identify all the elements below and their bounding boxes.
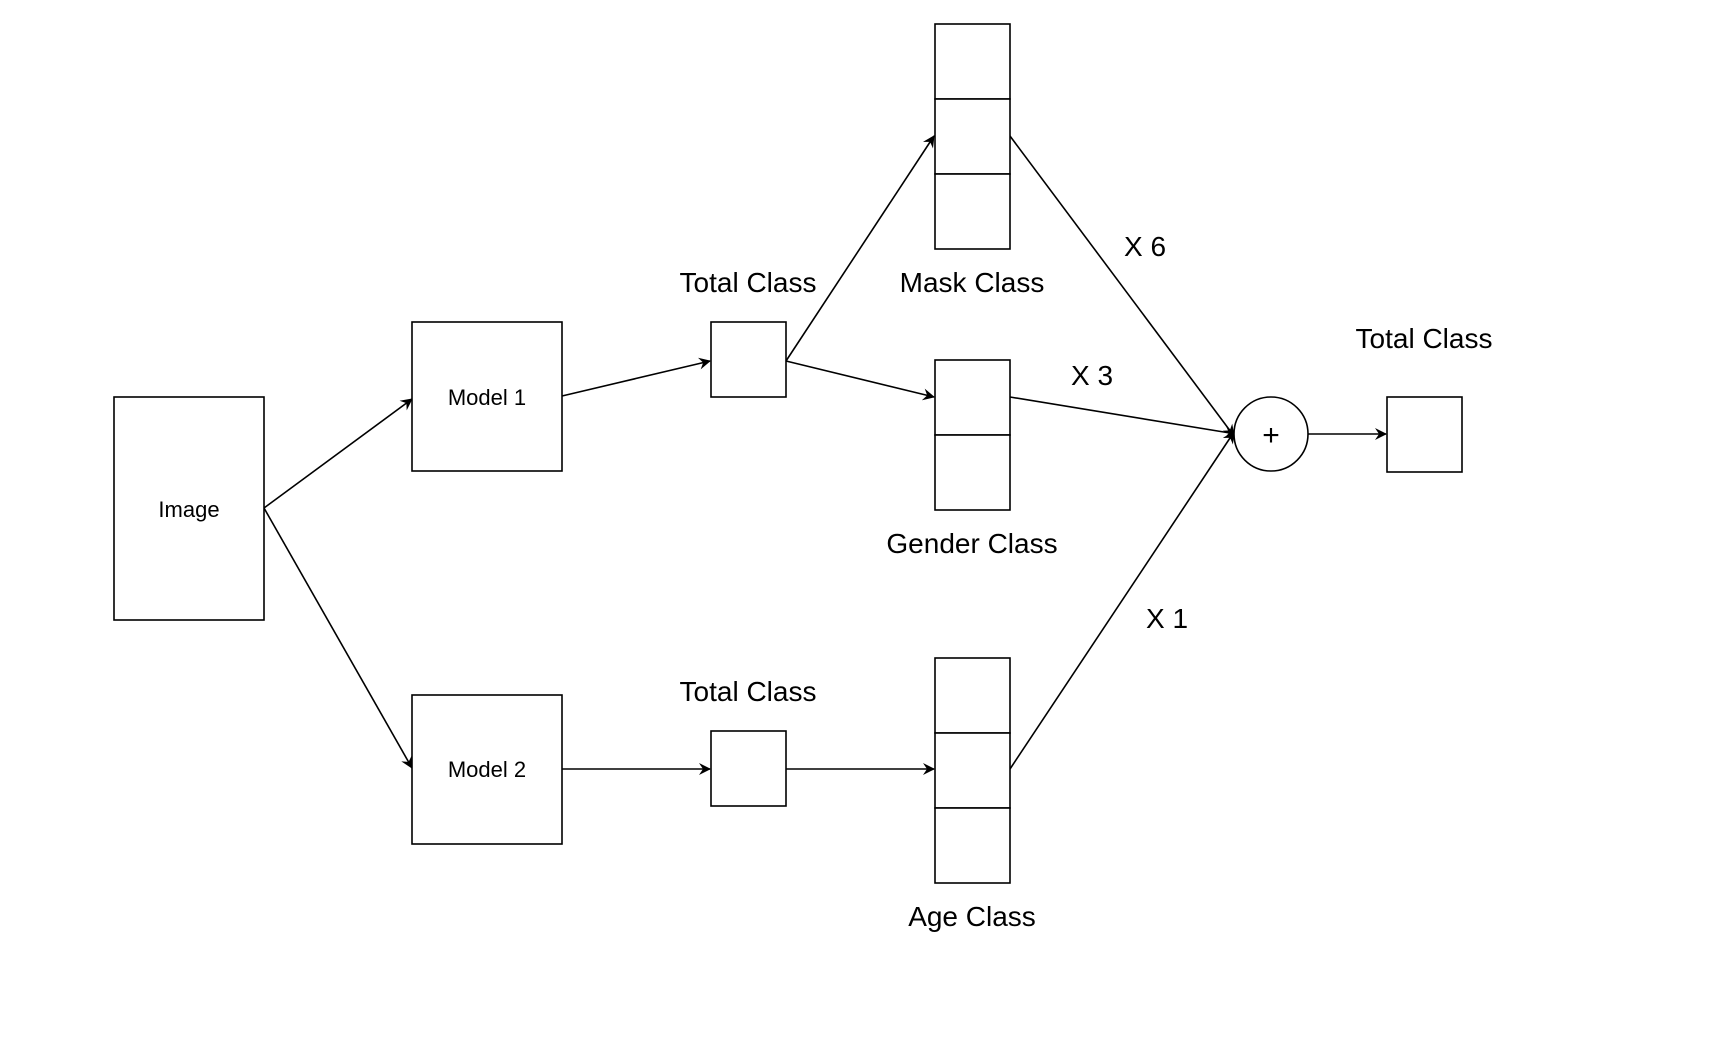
- age-class-cell: [934, 807, 1011, 884]
- total-class-bottom-box: [710, 730, 787, 807]
- total-class-output-label: Total Class: [1356, 323, 1493, 354]
- image-label: Image: [158, 497, 219, 522]
- total-class-bottom-node: Total Class: [680, 676, 817, 807]
- age-class-cell: [934, 732, 1011, 809]
- model2-node: Model 2: [411, 694, 563, 845]
- model1-box: [411, 321, 563, 472]
- sum-node: +: [1233, 396, 1309, 472]
- gender-class-cell: [934, 434, 1011, 511]
- mask-class-cell: [934, 173, 1011, 250]
- model1-node: Model 1: [411, 321, 563, 472]
- gender-class-node: Gender Class: [886, 359, 1058, 559]
- age-class-label: Age Class: [908, 901, 1036, 932]
- mask-class-cell: [934, 23, 1011, 100]
- weight-gender-label: X 3: [1071, 360, 1113, 391]
- edge-image-to-model1: [263, 398, 413, 509]
- total-class-top-node: Total Class: [680, 267, 817, 398]
- mask-class-node: Mask Class: [900, 23, 1045, 298]
- edge-mask-to-sum: [1009, 135, 1235, 437]
- edge-image-to-model2: [263, 507, 413, 769]
- image-box: [113, 396, 265, 621]
- mask-class-label: Mask Class: [900, 267, 1045, 298]
- edge-total-class-top-to-gender: [785, 360, 935, 401]
- total-class-top-label: Total Class: [680, 267, 817, 298]
- model2-label: Model 2: [448, 757, 526, 782]
- mask-class-cell: [934, 98, 1011, 175]
- total-class-output-node: Total Class: [1356, 323, 1493, 473]
- age-class-cell: [934, 657, 1011, 734]
- edges: [263, 135, 1387, 775]
- age-class-node: Age Class: [908, 657, 1036, 932]
- plus-icon: +: [1262, 419, 1280, 452]
- weight-age-label: X 1: [1146, 603, 1188, 634]
- edge-gender-to-sum: [1009, 396, 1237, 439]
- model2-box: [411, 694, 563, 845]
- sum-circle: [1233, 396, 1309, 472]
- gender-class-label: Gender Class: [886, 528, 1057, 559]
- edge-model1-to-total-class-top: [561, 357, 711, 397]
- gender-class-cell: [934, 359, 1011, 436]
- weight-mask-label: X 6: [1124, 231, 1166, 262]
- edge-age-to-sum: [1009, 431, 1235, 770]
- total-class-top-box: [710, 321, 787, 398]
- edge-total-class-top-to-mask: [785, 135, 935, 362]
- model1-label: Model 1: [448, 385, 526, 410]
- total-class-bottom-label: Total Class: [680, 676, 817, 707]
- total-class-output-box: [1386, 396, 1463, 473]
- image-node: Image: [113, 396, 265, 621]
